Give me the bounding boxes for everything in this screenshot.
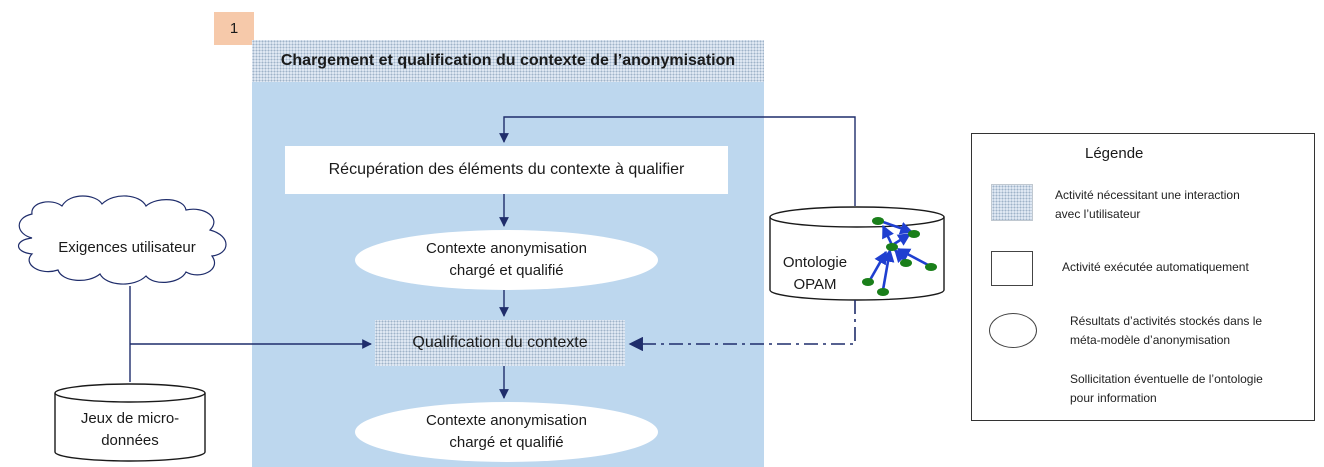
user-requirements-label: Exigences utilisateur xyxy=(58,238,196,256)
ontology-label: Ontologie OPAM xyxy=(775,252,855,296)
legend-swatch-interactive xyxy=(991,184,1033,221)
legend-item-result: Résultats d’activités stockés dans le mé… xyxy=(1070,312,1310,350)
legend-item-2-line-1: Activité exécutée automatiquement xyxy=(1062,260,1249,274)
legend-item-interactive: Activité nécessitant une interaction ave… xyxy=(1055,186,1305,224)
legend-item-1-line-2: avec l’utilisateur xyxy=(1055,207,1141,221)
step-number-badge: 1 xyxy=(214,12,254,45)
context-result-1-line-2: chargé et qualifié xyxy=(449,262,564,279)
ontology-to-retrieve-arrow xyxy=(499,116,856,206)
legend-item-ontology-solicitation: Sollicitation éventuelle de l’ontologie … xyxy=(1070,370,1310,408)
legend-item-automatic: Activité exécutée automatiquement xyxy=(1062,258,1307,277)
legend-swatch-result xyxy=(989,313,1037,348)
ontology-label-line-1: Ontologie xyxy=(782,254,848,271)
legend-item-4-line-2: pour information xyxy=(1070,391,1157,405)
context-result-ellipse-1: Contexte anonymisation chargé et qualifi… xyxy=(355,230,658,290)
legend-swatch-automatic xyxy=(991,251,1033,286)
context-result-ellipse-2: Contexte anonymisation chargé et qualifi… xyxy=(355,402,658,462)
microdata-database xyxy=(54,383,206,462)
legend-item-3-line-1: Résultats d’activités stockés dans le xyxy=(1070,314,1263,328)
retrieve-elements-box: Récupération des éléments du contexte à … xyxy=(285,146,728,194)
ontology-graph-icon xyxy=(862,217,937,296)
user-requirements-cloud xyxy=(17,195,227,285)
legend-item-4-line-1: Sollicitation éventuelle de l’ontologie xyxy=(1070,372,1263,386)
legend-title: Légende xyxy=(1085,145,1144,162)
context-result-2-line-1: Contexte anonymisation xyxy=(426,412,587,429)
microdata-label: Jeux de micro- données xyxy=(55,405,205,455)
microdata-label-line-2: données xyxy=(101,432,159,449)
legend-item-3-line-2: méta-modèle d’anonymisation xyxy=(1070,333,1231,347)
context-result-2-line-2: chargé et qualifié xyxy=(449,434,564,451)
phase-title: Chargement et qualification du contexte … xyxy=(252,40,764,82)
qualify-context-box: Qualification du contexte xyxy=(375,320,625,366)
ontology-label-line-2: OPAM xyxy=(793,276,837,293)
context-result-1-line-1: Contexte anonymisation xyxy=(426,240,587,257)
ontology-solicitation-arrow xyxy=(628,300,856,352)
microdata-label-line-1: Jeux de micro- xyxy=(80,410,180,427)
legend-item-1-line-1: Activité nécessitant une interaction xyxy=(1055,188,1240,202)
